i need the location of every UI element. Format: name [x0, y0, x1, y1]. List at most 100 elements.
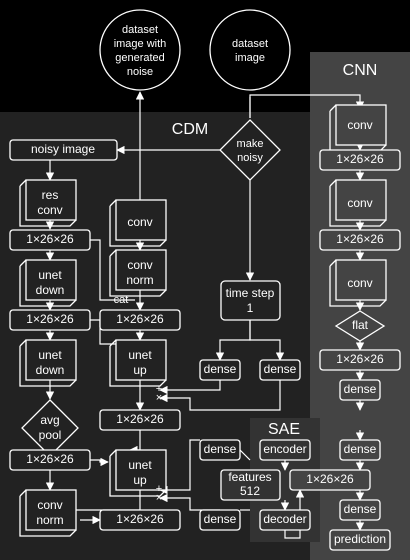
- times-label-1: ×: [156, 392, 162, 404]
- dense-label: dense: [204, 362, 237, 376]
- shape-box-left-1: 1×26×26: [9, 229, 91, 251]
- conv-norm-mid-line-2: norm: [126, 273, 153, 287]
- dataset-input-line-2: image: [235, 52, 265, 64]
- res-conv-line-1: res: [42, 188, 59, 202]
- cdm-label: CDM: [172, 121, 208, 138]
- dense-label: dense: [264, 362, 297, 376]
- make-noisy-line-2: noisy: [237, 152, 263, 164]
- cnn-shape-box-4: 1×26×26: [319, 349, 401, 371]
- prediction-box: prediction: [329, 529, 391, 551]
- unet-up-1-line-1: unet: [128, 348, 152, 362]
- shape-label: 1×26×26: [336, 152, 384, 166]
- conv-norm-mid-line-1: conv: [127, 258, 152, 272]
- conv-top-label: conv: [127, 215, 152, 229]
- avg-pool-line-2: pool: [39, 428, 62, 442]
- unet-down-2-line-2: down: [36, 363, 65, 377]
- conv-label: conv: [347, 118, 372, 132]
- time-step-line-2: 1: [247, 301, 254, 315]
- conv-label: conv: [347, 276, 372, 290]
- shape-label: 1×26×26: [336, 232, 384, 246]
- features-line-2: 512: [240, 484, 260, 498]
- shape-label: 1×26×26: [26, 452, 74, 466]
- conv-label: conv: [347, 196, 372, 210]
- encoder-label: encoder: [263, 442, 306, 456]
- unet-up-block-1: unet up: [109, 339, 167, 387]
- shape-box-mid-3: 1×26×26: [99, 509, 181, 531]
- sae-label: SAE: [268, 421, 300, 438]
- time-step-box: time step 1: [220, 280, 281, 321]
- unet-down-1-line-2: down: [36, 283, 65, 297]
- shape-box-mid-2: 1×26×26: [99, 409, 181, 431]
- dense-box-4: dense: [199, 509, 241, 531]
- dense-label: dense: [204, 442, 237, 456]
- dense-label: dense: [344, 502, 377, 516]
- shape-box-mid-1: 1×26×26: [99, 309, 181, 331]
- cnn-dense-box-3: dense: [339, 499, 381, 521]
- shape-label: 1×26×26: [306, 472, 354, 486]
- dense-label: dense: [344, 382, 377, 396]
- features-box: features 512: [220, 469, 281, 501]
- encoder-box: encoder: [259, 439, 311, 461]
- dense-label: dense: [204, 512, 237, 526]
- noisy-input-line-3: generated: [115, 52, 165, 64]
- shape-box-left-3: 1×26×26: [9, 449, 91, 471]
- noisy-input-line-1: dataset: [122, 24, 158, 36]
- input-noisy-dataset-image: dataset image with generated noise: [99, 9, 181, 91]
- conv-norm-left-line-2: norm: [36, 513, 63, 527]
- cnn-conv-block-1: conv: [329, 104, 387, 152]
- cnn-conv-block-2: conv: [329, 179, 387, 227]
- unet-down-2-line-1: unet: [38, 348, 62, 362]
- cnn-conv-block-3: conv: [329, 259, 387, 307]
- unet-up-2-line-2: up: [133, 473, 147, 487]
- flat-label: flat: [352, 318, 369, 332]
- avg-pool-decision: avg pool: [21, 399, 79, 457]
- avg-pool-line-1: avg: [40, 413, 59, 427]
- noisy-image-label: noisy image: [31, 142, 95, 156]
- shape-box-left-2: 1×26×26: [9, 309, 91, 331]
- make-noisy-decision: make noisy: [219, 119, 281, 181]
- dense-box-1: dense: [199, 359, 241, 381]
- unet-up-1-line-2: up: [133, 363, 147, 377]
- res-conv-line-2: conv: [37, 203, 62, 217]
- cat-label: cat: [114, 294, 129, 306]
- shape-label: 1×26×26: [26, 312, 74, 326]
- cnn-dense-box-1: dense: [339, 379, 381, 401]
- shape-label: 1×26×26: [116, 512, 164, 526]
- cnn-shape-box-2: 1×26×26: [319, 229, 401, 251]
- dense-box-2: dense: [259, 359, 301, 381]
- shape-label: 1×26×26: [116, 312, 164, 326]
- shape-label: 1×26×26: [26, 232, 74, 246]
- decoder-box: decoder: [259, 509, 311, 531]
- make-noisy-line-1: make: [237, 138, 264, 150]
- cnn-shape-box-1: 1×26×26: [319, 149, 401, 171]
- unet-down-1-line-1: unet: [38, 268, 62, 282]
- unet-down-block-1: unet down: [19, 259, 77, 307]
- conv-norm-left-line-1: conv: [37, 498, 62, 512]
- cnn-label: CNN: [343, 62, 378, 79]
- conv-norm-block-mid: conv norm: [109, 249, 167, 297]
- noisy-input-line-4: noise: [127, 66, 153, 78]
- noisy-image-box: noisy image: [9, 139, 118, 161]
- flat-decision: flat: [334, 310, 386, 342]
- noisy-input-line-2: image with: [114, 38, 167, 50]
- time-step-line-1: time step: [226, 286, 275, 300]
- shape-label: 1×26×26: [336, 352, 384, 366]
- res-conv-block: res conv: [19, 179, 77, 227]
- shape-label: 1×26×26: [116, 412, 164, 426]
- features-line-1: features: [228, 470, 271, 484]
- prediction-label: prediction: [334, 532, 386, 546]
- input-dataset-image: dataset image: [209, 9, 291, 91]
- dense-label: dense: [344, 442, 377, 456]
- unet-up-2-line-1: unet: [128, 458, 152, 472]
- sae-shape-box: 1×26×26: [289, 469, 371, 491]
- unet-up-block-2: unet up: [109, 449, 167, 497]
- times-label-2: ×: [156, 492, 162, 504]
- conv-block-top: conv: [109, 199, 167, 247]
- plus-label-1: +: [156, 383, 162, 395]
- decoder-label: decoder: [263, 512, 306, 526]
- unet-down-block-2: unet down: [19, 339, 77, 387]
- plus-label-2: +: [156, 483, 162, 495]
- dataset-input-line-1: dataset: [232, 38, 268, 50]
- conv-norm-block-left: conv norm: [19, 489, 77, 537]
